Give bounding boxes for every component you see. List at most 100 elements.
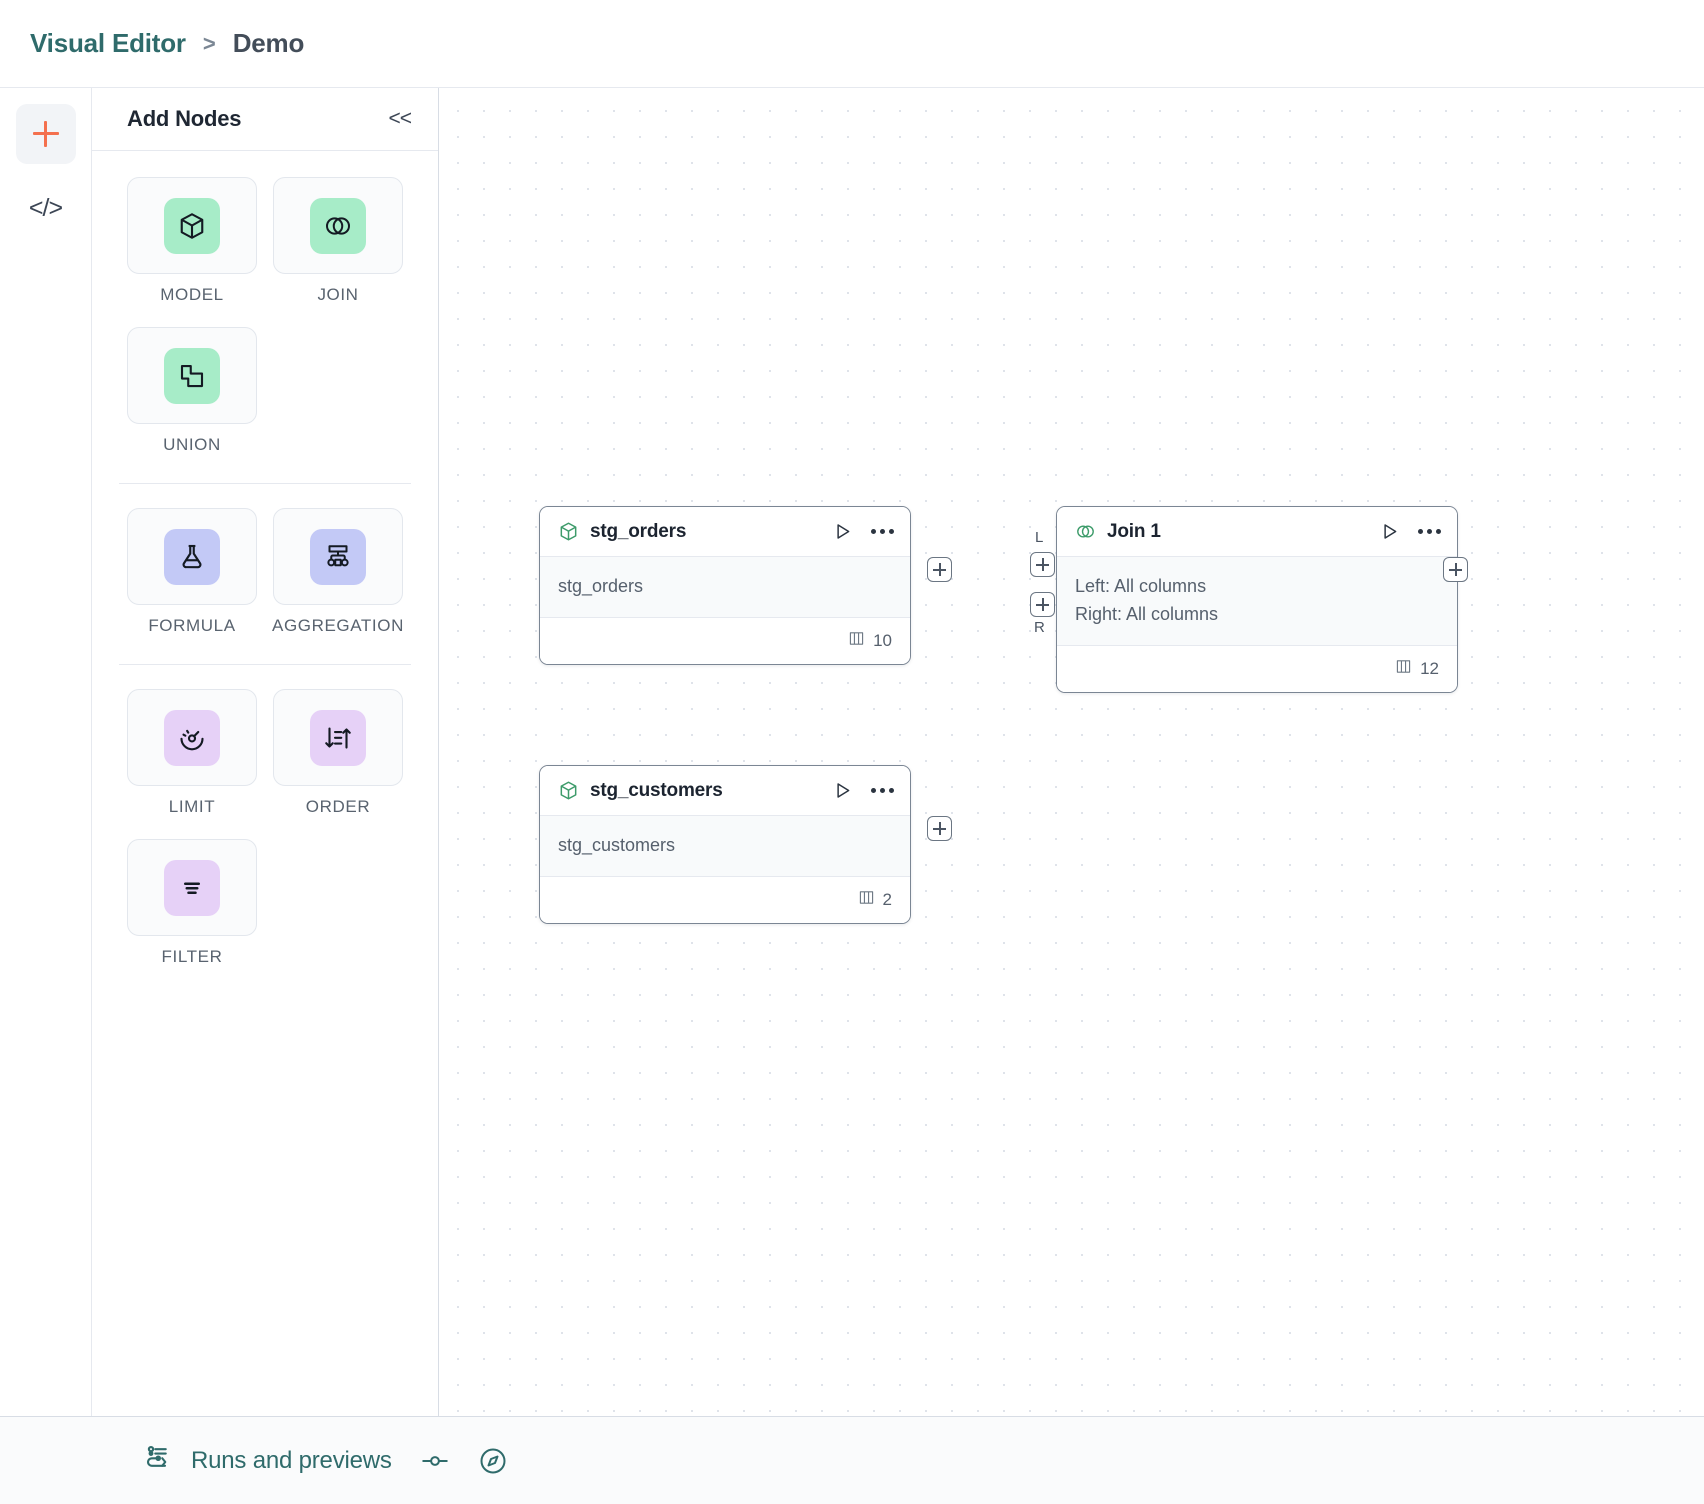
flow-node-stg-customers[interactable]: stg_customers bbox=[539, 765, 911, 924]
stg-customers-column-count: 2 bbox=[882, 889, 892, 909]
runs-icon bbox=[144, 1443, 174, 1478]
join-1-left-columns: Left: All columns bbox=[1075, 576, 1207, 596]
aggregation-label: AGGREGATION bbox=[272, 616, 404, 635]
compass-icon[interactable] bbox=[478, 1446, 508, 1476]
stg-customers-footer: 2 bbox=[540, 876, 910, 923]
add-nodes-title: Add Nodes bbox=[127, 106, 242, 131]
breadcrumb-root-link[interactable]: Visual Editor bbox=[30, 28, 186, 58]
join-1-output-handle[interactable] bbox=[1443, 557, 1468, 582]
rail-code-button[interactable]: </> bbox=[16, 178, 76, 238]
filter-icon bbox=[184, 882, 200, 894]
play-icon[interactable] bbox=[1379, 521, 1400, 542]
breadcrumb-separator: > bbox=[202, 30, 216, 56]
union-shapes-icon bbox=[180, 364, 204, 387]
icon-rail: </> bbox=[0, 88, 92, 1416]
runs-and-previews-button[interactable]: Runs and previews bbox=[144, 1443, 392, 1478]
gauge-icon bbox=[180, 729, 204, 750]
stg-orders-body: stg_orders bbox=[540, 557, 910, 618]
toggle-icon[interactable] bbox=[420, 1446, 450, 1476]
collapse-panel-button[interactable]: << bbox=[388, 107, 412, 130]
limit-tile[interactable] bbox=[127, 689, 257, 786]
columns-icon bbox=[858, 889, 875, 911]
node-group-transforms: FORMULA bbox=[92, 508, 438, 658]
union-tile[interactable] bbox=[127, 327, 257, 424]
formula-label: FORMULA bbox=[148, 616, 236, 635]
join-1-body: Left: All columns Right: All columns bbox=[1057, 557, 1457, 646]
order-tile[interactable] bbox=[273, 689, 403, 786]
stg-orders-output-handle[interactable] bbox=[927, 557, 952, 582]
add-nodes-panel: Add Nodes << bbox=[92, 88, 439, 1416]
model-swatch bbox=[164, 197, 220, 254]
cube-icon bbox=[180, 212, 204, 239]
node-option-union[interactable]: UNION bbox=[119, 327, 265, 455]
play-icon[interactable] bbox=[832, 521, 853, 542]
filter-tile[interactable] bbox=[127, 839, 257, 936]
flow-canvas-wrapper[interactable]: stg_orders bbox=[439, 88, 1704, 1416]
model-tile[interactable] bbox=[127, 177, 257, 274]
ellipsis-icon[interactable] bbox=[1418, 529, 1441, 534]
aggregation-tile[interactable] bbox=[273, 508, 403, 605]
node-option-order[interactable]: ORDER bbox=[265, 689, 411, 817]
node-group-row-ops: LIMIT ORDER bbox=[92, 689, 438, 989]
ellipsis-icon[interactable] bbox=[871, 788, 894, 793]
flow-node-stg-orders[interactable]: stg_orders bbox=[539, 506, 911, 665]
cube-icon bbox=[558, 521, 579, 542]
columns-icon bbox=[1395, 658, 1412, 680]
columns-icon bbox=[848, 630, 865, 652]
join-1-footer: 12 bbox=[1057, 645, 1457, 692]
bottom-toolbar: Runs and previews bbox=[0, 1416, 1704, 1504]
stg-customers-title: stg_customers bbox=[590, 779, 723, 801]
formula-tile[interactable] bbox=[127, 508, 257, 605]
ellipsis-icon[interactable] bbox=[871, 529, 894, 534]
node-option-aggregation[interactable]: AGGREGATION bbox=[265, 508, 411, 636]
node-option-join[interactable]: JOIN bbox=[265, 177, 411, 305]
limit-label: LIMIT bbox=[168, 797, 216, 816]
node-option-limit[interactable]: LIMIT bbox=[119, 689, 265, 817]
play-icon[interactable] bbox=[832, 780, 853, 801]
edge-layer bbox=[439, 88, 739, 238]
filter-swatch bbox=[164, 859, 220, 916]
editor-body: </> Add Nodes << bbox=[0, 88, 1704, 1416]
limit-swatch bbox=[164, 709, 220, 766]
breadcrumb-current-page: Demo bbox=[232, 28, 305, 58]
node-option-model[interactable]: MODEL bbox=[119, 177, 265, 305]
order-swatch bbox=[310, 709, 366, 766]
node-group-sources: MODEL JOIN bbox=[92, 177, 438, 477]
node-option-filter[interactable]: FILTER bbox=[119, 839, 265, 967]
join-tile[interactable] bbox=[273, 177, 403, 274]
stg-orders-footer: 10 bbox=[540, 617, 910, 664]
add-nodes-list: MODEL JOIN bbox=[92, 151, 438, 1416]
flow-canvas[interactable]: stg_orders bbox=[439, 88, 1704, 1416]
union-swatch bbox=[164, 347, 220, 404]
node-option-formula[interactable]: FORMULA bbox=[119, 508, 265, 636]
stg-orders-title: stg_orders bbox=[590, 520, 687, 542]
breadcrumb-bar: Visual Editor > Demo bbox=[0, 0, 1704, 88]
sort-icon bbox=[325, 726, 351, 749]
model-label: MODEL bbox=[160, 285, 224, 304]
join-left-input-handle[interactable] bbox=[1030, 552, 1055, 577]
stg-orders-header[interactable]: stg_orders bbox=[540, 507, 910, 557]
stg-customers-output-handle[interactable] bbox=[927, 816, 952, 841]
formula-swatch bbox=[164, 528, 220, 585]
flask-icon bbox=[182, 544, 202, 568]
join-1-title: Join 1 bbox=[1107, 520, 1161, 542]
hierarchy-icon bbox=[327, 544, 349, 566]
code-icon: </> bbox=[28, 193, 63, 222]
order-label: ORDER bbox=[305, 797, 371, 816]
join-label: JOIN bbox=[317, 285, 359, 304]
stg-customers-header[interactable]: stg_customers bbox=[540, 766, 910, 816]
stg-orders-source: stg_orders bbox=[558, 576, 644, 596]
cube-icon bbox=[558, 780, 579, 801]
join-1-header[interactable]: Join 1 bbox=[1057, 507, 1457, 557]
union-label: UNION bbox=[163, 435, 221, 454]
join-1-right-columns: Right: All columns bbox=[1075, 603, 1219, 624]
join-right-handle-label: R bbox=[1034, 619, 1045, 636]
filter-label: FILTER bbox=[161, 947, 223, 966]
rail-add-button[interactable] bbox=[15, 104, 76, 164]
add-nodes-header: Add Nodes << bbox=[92, 88, 438, 151]
flow-node-join-1[interactable]: Join 1 Lef bbox=[1056, 506, 1458, 693]
join-1-column-count: 12 bbox=[1420, 658, 1439, 678]
venn-icon bbox=[326, 216, 351, 235]
join-right-input-handle[interactable] bbox=[1030, 592, 1055, 617]
